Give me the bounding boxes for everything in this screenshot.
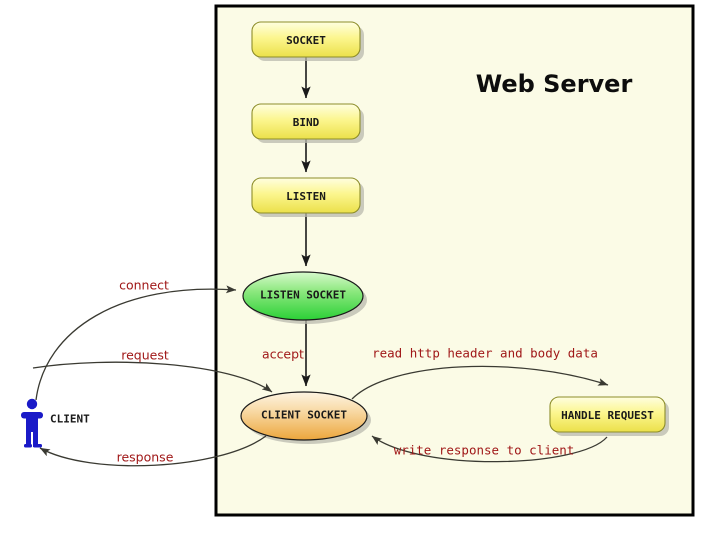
node-bind-label: BIND — [293, 116, 320, 129]
person-icon-head — [26, 398, 38, 410]
edge-response-label: response — [117, 450, 174, 465]
node-handle-request[interactable]: HANDLE REQUEST — [549, 396, 669, 436]
node-handle-request-label: HANDLE REQUEST — [561, 409, 654, 422]
person-icon-torso — [26, 412, 38, 432]
client-actor[interactable]: CLIENT — [21, 398, 90, 448]
edge-connect-label: connect — [119, 278, 169, 293]
edge-connect-curve — [35, 285, 237, 401]
node-bind[interactable]: BIND — [251, 103, 364, 143]
node-socket[interactable]: SOCKET — [251, 21, 364, 61]
edge-request-curve — [32, 361, 273, 393]
node-socket-box — [251, 21, 361, 58]
edge-accept-label: accept — [262, 347, 304, 362]
node-client-socket-label: CLIENT SOCKET — [261, 409, 347, 422]
node-client-socket-shape — [240, 391, 368, 441]
person-icon-foot-left — [24, 444, 32, 448]
person-icon-leg-right — [33, 430, 38, 447]
node-listen-box — [251, 177, 361, 214]
client-actor-label: CLIENT — [50, 413, 90, 426]
node-listen-socket[interactable]: LISTEN SOCKET — [242, 271, 367, 324]
person-icon-leg-left — [26, 430, 31, 447]
edge-request-label: request — [121, 348, 169, 363]
edge-write-response-curve — [371, 435, 608, 463]
node-listen[interactable]: LISTEN — [251, 177, 364, 217]
edge-read-http-label: read http header and body data — [372, 346, 598, 361]
edge-response-curve — [39, 435, 267, 467]
web-server-title: Web Server — [476, 70, 633, 98]
person-icon-foot-right — [33, 444, 42, 448]
edge-read-http-curve — [351, 365, 609, 400]
node-handle-request-box — [549, 396, 666, 433]
node-client-socket[interactable]: CLIENT SOCKET — [240, 391, 371, 444]
node-listen-socket-label: LISTEN SOCKET — [260, 289, 346, 302]
node-socket-label: SOCKET — [286, 34, 326, 47]
node-bind-box — [251, 103, 361, 140]
node-listen-label: LISTEN — [286, 190, 326, 203]
edge-write-response-label: write response to client — [394, 443, 575, 458]
node-listen-socket-shape — [242, 271, 364, 321]
